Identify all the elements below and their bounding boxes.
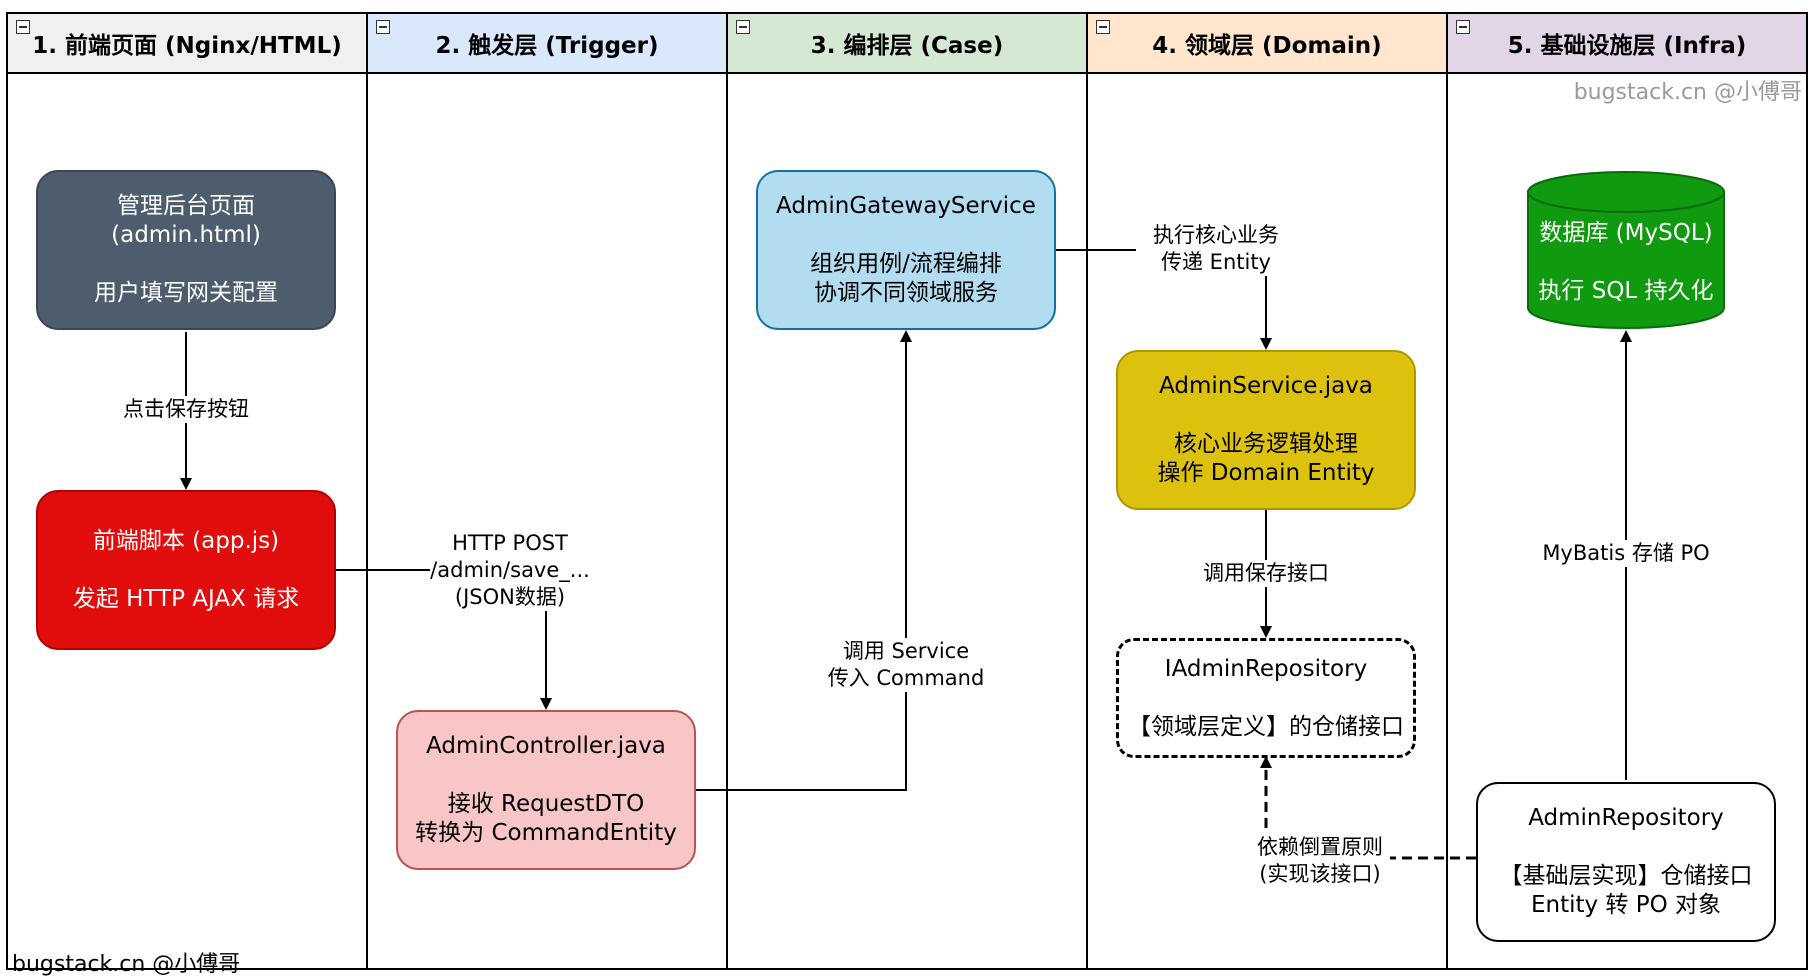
- node-desc: 【基础层实现】仓储接口: [1499, 863, 1753, 889]
- node-title: 管理后台页面: [117, 193, 255, 219]
- node-title: 数据库 (MySQL): [1539, 219, 1713, 246]
- lane-title: 5. 基础设施层 (Infra): [1507, 33, 1747, 59]
- gateway-service-node[interactable]: AdminGatewayService 组织用例/流程编排 协调不同领域服务: [756, 170, 1056, 330]
- node-desc: 组织用例/流程编排: [810, 251, 1002, 277]
- admin-page-node[interactable]: 管理后台页面 (admin.html) 用户填写网关配置: [36, 170, 336, 330]
- lane-title: 3. 编排层 (Case): [810, 33, 1004, 59]
- edge-label-dip: 依赖倒置原则 (实现该接口): [1250, 834, 1390, 888]
- admin-controller-node[interactable]: AdminController.java 接收 RequestDTO 转换为 C…: [396, 710, 696, 870]
- lane-header: 1. 前端页面 (Nginx/HTML): [8, 14, 366, 74]
- frontend-script-node[interactable]: 前端脚本 (app.js) 发起 HTTP AJAX 请求: [36, 490, 336, 650]
- collapse-icon[interactable]: [736, 20, 750, 34]
- lane-header: 4. 领域层 (Domain): [1088, 14, 1446, 74]
- node-title: AdminController.java: [426, 733, 666, 759]
- admin-repo-interface-node[interactable]: IAdminRepository 【领域层定义】的仓储接口: [1116, 638, 1416, 758]
- node-desc: 【领域层定义】的仓储接口: [1128, 713, 1404, 740]
- admin-service-node[interactable]: AdminService.java 核心业务逻辑处理 操作 Domain Ent…: [1116, 350, 1416, 510]
- lane-frontend: 1. 前端页面 (Nginx/HTML): [6, 12, 368, 970]
- edge-label-call-service: 调用 Service 传入 Command: [826, 638, 986, 692]
- edge-label-call-save: 调用保存接口: [1196, 560, 1336, 587]
- node-desc: 转换为 CommandEntity: [415, 820, 677, 846]
- edge-label-exec-core: 执行核心业务 传递 Entity: [1136, 222, 1296, 276]
- lane-header: 3. 编排层 (Case): [728, 14, 1086, 74]
- database-node[interactable]: 数据库 (MySQL) 执行 SQL 持久化: [1526, 170, 1726, 330]
- edge-label-http-post: HTTP POST /admin/save_... (JSON数据): [430, 530, 590, 611]
- edge-controller-to-gateway: [696, 330, 912, 791]
- node-title: AdminRepository: [1528, 805, 1724, 831]
- node-title: IAdminRepository: [1164, 655, 1368, 682]
- lane-infra: 5. 基础设施层 (Infra): [1446, 12, 1808, 970]
- node-title: AdminGatewayService: [776, 193, 1036, 219]
- node-desc: 用户填写网关配置: [94, 280, 278, 306]
- node-title: 前端脚本 (app.js): [92, 527, 280, 554]
- node-desc: 接收 RequestDTO: [447, 791, 645, 817]
- collapse-icon[interactable]: [16, 20, 30, 34]
- lane-title: 1. 前端页面 (Nginx/HTML): [32, 33, 342, 59]
- edge-label-click-save: 点击保存按钮: [116, 396, 256, 423]
- node-title: AdminService.java: [1159, 373, 1373, 399]
- node-desc: 发起 HTTP AJAX 请求: [72, 585, 300, 612]
- lane-header: 5. 基础设施层 (Infra): [1448, 14, 1806, 74]
- node-subtitle: (admin.html): [111, 222, 261, 248]
- node-desc: Entity 转 PO 对象: [1530, 892, 1722, 918]
- collapse-icon[interactable]: [1096, 20, 1110, 34]
- lane-case: 3. 编排层 (Case): [726, 12, 1088, 970]
- watermark-top-right: bugstack.cn @小傅哥: [1573, 80, 1802, 105]
- lane-title: 2. 触发层 (Trigger): [435, 33, 659, 59]
- lane-header: 2. 触发层 (Trigger): [368, 14, 726, 74]
- lane-title: 4. 领域层 (Domain): [1152, 33, 1382, 59]
- collapse-icon[interactable]: [376, 20, 390, 34]
- collapse-icon[interactable]: [1456, 20, 1470, 34]
- edge-label-mybatis: MyBatis 存储 PO: [1536, 540, 1716, 567]
- node-desc: 核心业务逻辑处理: [1174, 431, 1358, 457]
- node-desc: 操作 Domain Entity: [1157, 460, 1375, 486]
- node-desc: 协调不同领域服务: [814, 280, 998, 306]
- database-cylinder-icon: [1527, 171, 1725, 329]
- lane-trigger: 2. 触发层 (Trigger): [366, 12, 728, 970]
- watermark-bottom-left: bugstack.cn @小傅哥: [12, 952, 241, 977]
- admin-repository-node[interactable]: AdminRepository 【基础层实现】仓储接口 Entity 转 PO …: [1476, 782, 1776, 942]
- node-desc: 执行 SQL 持久化: [1538, 277, 1714, 304]
